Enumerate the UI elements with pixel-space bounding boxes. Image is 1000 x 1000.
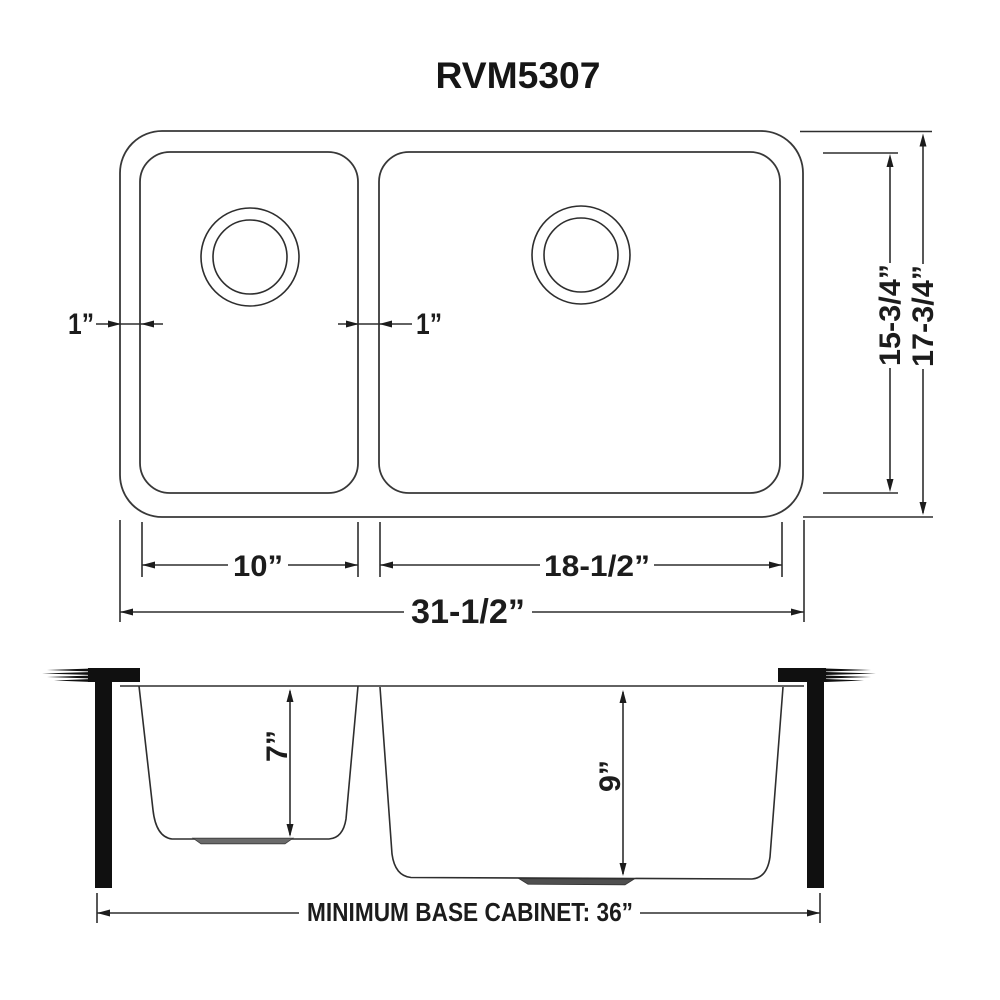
arrowhead-right-icon <box>769 561 782 569</box>
dim-label: 1” <box>416 308 442 341</box>
dim-min-base-cabinet: MINIMUM BASE CABINET: 36” <box>96 893 821 927</box>
left-bowl-outline <box>139 151 359 494</box>
dim-label: MINIMUM BASE CABINET: 36” <box>307 897 633 927</box>
top-view: 1” 1” 10” 18-1/2” <box>68 130 940 631</box>
model-number-title: RVM5307 <box>436 55 601 96</box>
countertop-slab <box>88 668 140 682</box>
left-countertop <box>42 668 140 888</box>
dim-label: 17-3/4” <box>907 265 940 367</box>
arrowhead-right-icon <box>346 320 359 328</box>
arrowhead-left-icon <box>379 320 392 328</box>
arrowhead-down-icon <box>619 863 627 876</box>
right-drain-outer-circle <box>531 205 631 305</box>
arrowhead-down-icon <box>886 479 894 492</box>
dim-label: 31-1/2” <box>411 593 525 631</box>
arrowhead-up-icon <box>886 154 894 167</box>
cabinet-side-panel <box>95 682 112 888</box>
arrowhead-left-icon <box>97 909 110 917</box>
cabinet-side-panel <box>807 682 824 888</box>
arrowhead-up-icon <box>286 689 294 702</box>
right-bowl-outline <box>378 151 781 494</box>
break-line-icon <box>826 668 871 672</box>
dim-center-divider: 1” <box>338 308 442 341</box>
dim-overall-front-to-back: 17-3/4” <box>800 130 940 518</box>
break-line-icon <box>42 672 92 675</box>
dim-bowl-front-to-back: 15-3/4” <box>823 152 907 494</box>
dim-left-bowl-depth: 7” <box>261 689 294 837</box>
dim-overall-width: 31-1/2” <box>119 520 805 631</box>
arrowhead-left-icon <box>141 320 154 328</box>
dim-right-bowl-depth: 9” <box>594 690 627 876</box>
left-drain-outer-circle <box>200 207 300 307</box>
dim-label: 15-3/4” <box>874 264 907 366</box>
right-countertop <box>778 668 876 888</box>
arrowhead-down-icon <box>919 502 927 515</box>
arrowhead-right-icon <box>807 909 820 917</box>
arrowhead-right-icon <box>108 320 121 328</box>
left-drain-recess <box>191 837 295 845</box>
dim-right-bowl-width: 18-1/2” <box>379 522 783 583</box>
arrowhead-right-icon <box>345 561 358 569</box>
arrowhead-left-icon <box>120 608 133 616</box>
break-line-icon <box>47 668 92 672</box>
arrowhead-right-icon <box>791 608 804 616</box>
dim-label: 10” <box>233 550 283 583</box>
right-drain-recess <box>517 878 636 886</box>
left-bowl-section-profile <box>138 685 359 840</box>
break-line-icon <box>826 675 871 679</box>
break-line-icon <box>47 675 92 679</box>
dim-label: 9” <box>594 760 627 792</box>
section-view: 7” 9” MINIMUM BASE CABINET: 36” <box>42 668 876 927</box>
break-line-icon <box>826 679 864 682</box>
arrowhead-left-icon <box>380 561 393 569</box>
left-drain-inner-circle <box>212 219 288 295</box>
dim-left-rim-wall: 1” <box>68 308 163 341</box>
dim-label: 18-1/2” <box>544 550 650 583</box>
dim-label: 1” <box>68 308 94 341</box>
break-line-icon <box>826 672 876 675</box>
break-line-icon <box>54 679 92 682</box>
right-drain-inner-circle <box>543 217 619 293</box>
arrowhead-down-icon <box>286 824 294 837</box>
countertop-slab <box>778 668 826 682</box>
dim-label: 7” <box>261 730 294 762</box>
arrowhead-left-icon <box>142 561 155 569</box>
arrowhead-up-icon <box>619 690 627 703</box>
right-bowl-section-profile <box>379 686 784 880</box>
dim-left-bowl-width: 10” <box>141 522 359 583</box>
arrowhead-up-icon <box>919 133 927 147</box>
